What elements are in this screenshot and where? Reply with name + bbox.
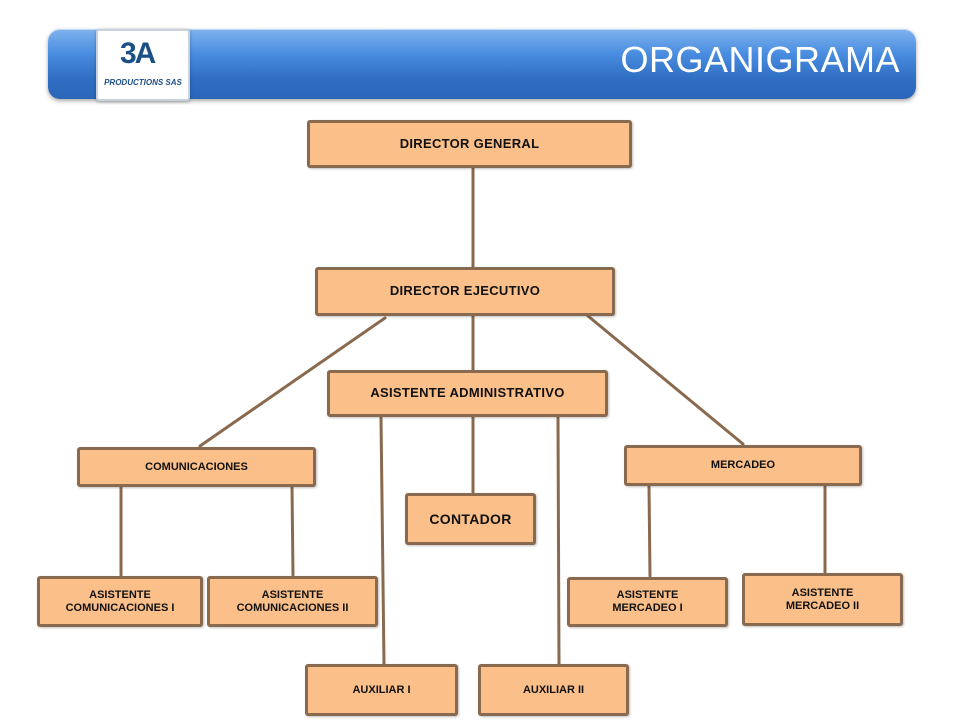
node-asistente-comunicaciones-1: ASISTENTE COMUNICACIONES I <box>37 576 203 627</box>
company-logo: 3A PRODUCTIONS SAS <box>96 29 190 101</box>
logo-mark: 3A <box>120 37 156 70</box>
connector-asistente-auxiliar-2 <box>556 416 561 666</box>
node-director-ejecutivo: DIRECTOR EJECUTIVO <box>315 267 615 316</box>
connector-comunicaciones-asistente-2 <box>290 484 295 577</box>
node-mercadeo: MERCADEO <box>624 445 862 486</box>
connector-ejecutivo-comunicaciones <box>198 316 387 448</box>
node-auxiliar-1: AUXILIAR I <box>305 664 458 716</box>
node-asistente-administrativo: ASISTENTE ADMINISTRATIVO <box>327 370 608 417</box>
node-asistente-mercadeo-2: ASISTENTE MERCADEO II <box>742 573 903 626</box>
header-bar: ORGANIGRAMA <box>48 29 916 99</box>
node-comunicaciones: COMUNICACIONES <box>77 447 316 487</box>
node-asistente-comunicaciones-2: ASISTENTE COMUNICACIONES II <box>207 576 378 627</box>
node-auxiliar-2: AUXILIAR II <box>478 664 629 716</box>
node-contador: CONTADOR <box>405 493 536 545</box>
connector-mercadeo-asistente-1 <box>647 484 652 578</box>
node-asistente-mercadeo-1: ASISTENTE MERCADEO I <box>567 577 728 627</box>
logo-text: PRODUCTIONS SAS <box>104 78 182 87</box>
page-title: ORGANIGRAMA <box>620 39 900 80</box>
node-director-general: DIRECTOR GENERAL <box>307 120 632 168</box>
connector-asistente-auxiliar-1 <box>379 416 386 666</box>
connector-ejecutivo-mercadeo <box>586 314 745 446</box>
